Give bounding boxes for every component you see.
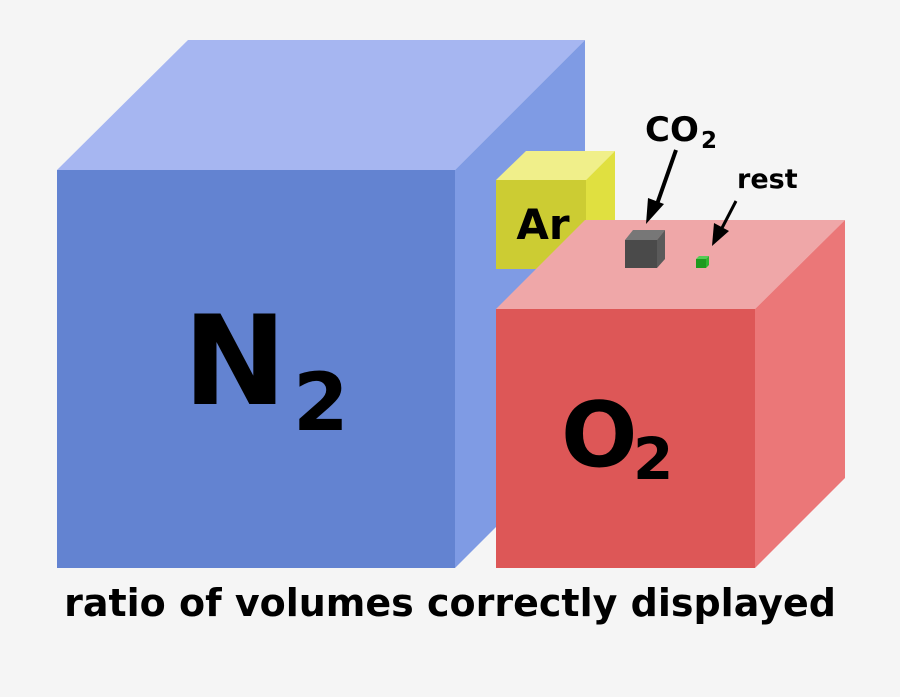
co2-cube-top — [625, 230, 665, 240]
rest-cube-top — [696, 256, 709, 259]
o2-label-subscript: 2 — [633, 425, 673, 493]
rest-label: rest — [737, 164, 798, 195]
o2-label-main: O — [561, 383, 638, 488]
n2-label: N2 — [183, 290, 349, 449]
co2-label-subscript: 2 — [701, 128, 717, 154]
rest-arrow — [712, 200, 738, 246]
o2-cube-top — [496, 220, 845, 309]
co2-arrow — [646, 149, 678, 224]
ar-cube-top — [496, 151, 615, 180]
co2-cube-side — [657, 230, 665, 268]
o2-cube-side — [755, 220, 845, 568]
rest-cube-front — [696, 259, 706, 268]
rest-cube-side — [706, 256, 709, 268]
co2-label-main: CO — [645, 110, 699, 150]
o2-cube-front — [496, 309, 755, 568]
o2-cube: O2 — [496, 220, 845, 568]
n2-label-main: N — [183, 290, 287, 434]
ar-label: Ar — [516, 200, 570, 249]
ar-cube: Ar — [496, 151, 615, 269]
n2-cube-top — [57, 40, 585, 170]
co2-cube — [625, 230, 665, 268]
n2-cube-front — [57, 170, 455, 568]
co2-cube-front — [625, 240, 657, 268]
co2-label: CO2 — [645, 110, 717, 154]
o2-label: O2 — [561, 383, 673, 493]
rest-cube — [696, 256, 709, 268]
caption: ratio of volumes correctly displayed — [64, 581, 836, 625]
n2-label-subscript: 2 — [293, 356, 349, 449]
